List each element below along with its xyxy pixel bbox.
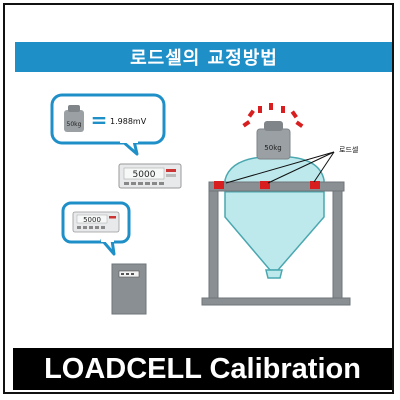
weight-icon: 50kg bbox=[64, 105, 84, 132]
hopper-scale bbox=[201, 156, 351, 306]
loadcell-right bbox=[310, 181, 320, 189]
value-bubble: 50kg = 1.988mV bbox=[50, 93, 166, 156]
equals-sign: = bbox=[91, 108, 108, 132]
footer-banner: LOADCELL Calibration bbox=[13, 348, 392, 390]
emphasis-marks bbox=[242, 103, 304, 128]
bubble-weight-label: 50kg bbox=[67, 121, 82, 128]
test-weight: 50kg bbox=[256, 121, 291, 160]
small-indicator-display: 5000 bbox=[83, 216, 101, 224]
indicator-bubble: 5000 bbox=[61, 201, 131, 256]
footer-text: LOADCELL Calibration bbox=[44, 352, 361, 385]
loadcell-callout-text: 로드셀 bbox=[339, 146, 358, 154]
title-banner: 로드셀의 교정방법 bbox=[15, 42, 392, 72]
loadcell-callout: 로드셀 bbox=[225, 146, 358, 184]
support-frame bbox=[201, 181, 351, 306]
bubble-voltage-value: 1.988mV bbox=[110, 117, 147, 126]
loadcell-center bbox=[260, 181, 270, 189]
title-text: 로드셀의 교정방법 bbox=[130, 48, 278, 69]
tank-weight-label: 50kg bbox=[264, 144, 281, 152]
control-cabinet bbox=[111, 263, 147, 315]
image-frame: 로드셀의 교정방법 50kg = 1.988mV 5000 bbox=[3, 3, 394, 394]
calibration-diagram: 50kg = 1.988mV 5000 5000 bbox=[50, 93, 358, 315]
loadcell-left bbox=[214, 181, 224, 189]
indicator-display: 5000 bbox=[133, 170, 156, 180]
weighing-indicator: 5000 bbox=[118, 163, 182, 189]
